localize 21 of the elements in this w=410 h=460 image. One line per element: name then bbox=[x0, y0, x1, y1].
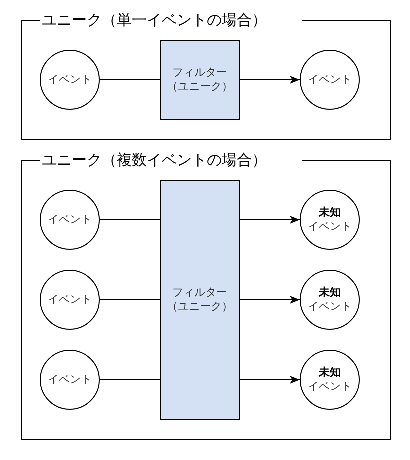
node-label: イベント bbox=[48, 373, 92, 387]
node-label: イベント bbox=[48, 73, 92, 87]
node-label: イベント bbox=[48, 213, 92, 227]
panel-title: ユニーク（単一イベントの場合） bbox=[42, 11, 267, 29]
filter-box bbox=[160, 40, 240, 120]
node-label: イベント bbox=[48, 293, 92, 307]
node-label: 未知 bbox=[319, 366, 341, 380]
node-label: 未知 bbox=[319, 206, 341, 220]
filter-box bbox=[160, 180, 240, 420]
node-label: フィルター（ユニーク） bbox=[166, 286, 234, 314]
arrow bbox=[240, 76, 300, 84]
node-label: イベント bbox=[308, 380, 352, 394]
node-label: イベント bbox=[308, 300, 352, 314]
arrow bbox=[240, 216, 300, 224]
node-label: イベント bbox=[308, 220, 352, 234]
node-label: フィルター（ユニーク） bbox=[166, 66, 234, 94]
node-label: 未知 bbox=[319, 286, 341, 300]
panel-title: ユニーク（複数イベントの場合） bbox=[42, 151, 267, 169]
node-label: イベント bbox=[308, 73, 352, 87]
arrow bbox=[240, 376, 300, 384]
arrow bbox=[240, 296, 300, 304]
